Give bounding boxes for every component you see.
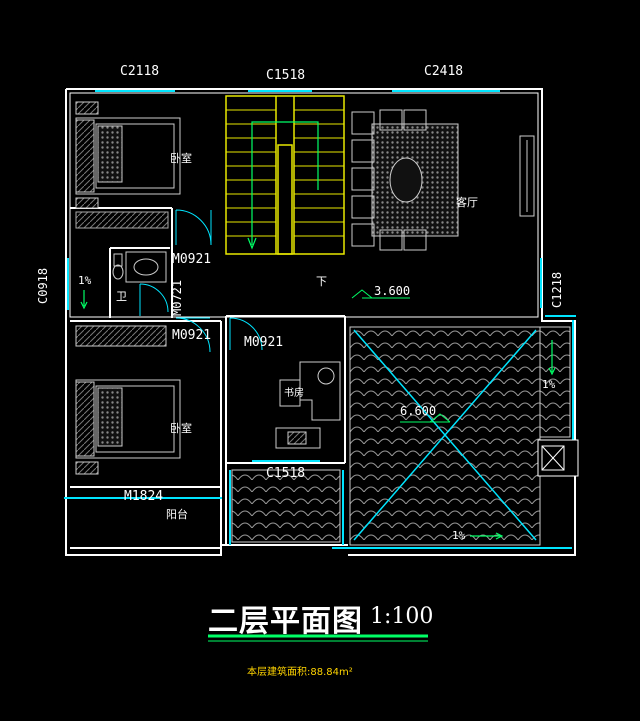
window-label-c0918: C0918	[36, 267, 50, 304]
room-label-balcony: 阳台	[166, 508, 188, 521]
dining-set	[351, 109, 535, 251]
roof-tiles-bottom	[231, 469, 341, 543]
window-label-c2118: C2118	[120, 64, 160, 79]
elevation-roof: 6.600	[400, 404, 437, 418]
room-label-bedroom-bottom: 卧室	[170, 422, 192, 435]
wardrobe	[75, 211, 169, 229]
room-label-bedroom-top: 卧室	[170, 152, 192, 165]
room-label-living: 客厅	[456, 196, 478, 209]
window-marks	[64, 90, 576, 549]
stair-arrow	[247, 121, 319, 250]
door-label-m1824: M1824	[124, 489, 164, 504]
window-label-c1518-top: C1518	[266, 68, 306, 83]
room-label-study: 书房	[284, 388, 304, 399]
stair-down-label: 下	[316, 275, 327, 288]
elevation-markers	[351, 289, 451, 423]
elevation-floor: 3.600	[374, 284, 411, 298]
floor-area-note: 本层建筑面积:88.84m²	[247, 667, 353, 678]
door-label-m0721: M0721	[170, 279, 184, 316]
door-label-m0921-bed2: M0921	[172, 328, 212, 343]
window-label-c1518-bottom: C1518	[266, 466, 306, 481]
title-underline	[208, 634, 428, 642]
outer-walls	[65, 88, 576, 556]
roof-ridge	[353, 329, 537, 541]
door-label-m0921-study: M0921	[244, 335, 284, 350]
slope-bath: 1%	[78, 274, 92, 287]
door-swings	[139, 209, 263, 353]
door-label-m0921-bath: M0921	[172, 252, 212, 267]
room-label-bathroom: 卫	[116, 290, 127, 303]
bed-bottom	[75, 325, 181, 475]
chimney	[537, 439, 579, 477]
roof-tiles-right	[539, 326, 571, 438]
drawing-title: 二层平面图	[208, 604, 363, 639]
bathroom-fixtures	[112, 251, 167, 283]
window-label-c2418: C2418	[424, 64, 464, 79]
window-label-c1218: C1218	[550, 271, 564, 308]
slope-roof-right: 1%	[542, 378, 556, 391]
study-furniture	[275, 361, 341, 449]
bed-top	[75, 101, 181, 209]
stair	[225, 95, 345, 255]
slope-arrows	[80, 290, 556, 540]
slope-roof-bottom: 1%	[452, 529, 466, 542]
drawing-scale: 1:100	[370, 604, 434, 629]
